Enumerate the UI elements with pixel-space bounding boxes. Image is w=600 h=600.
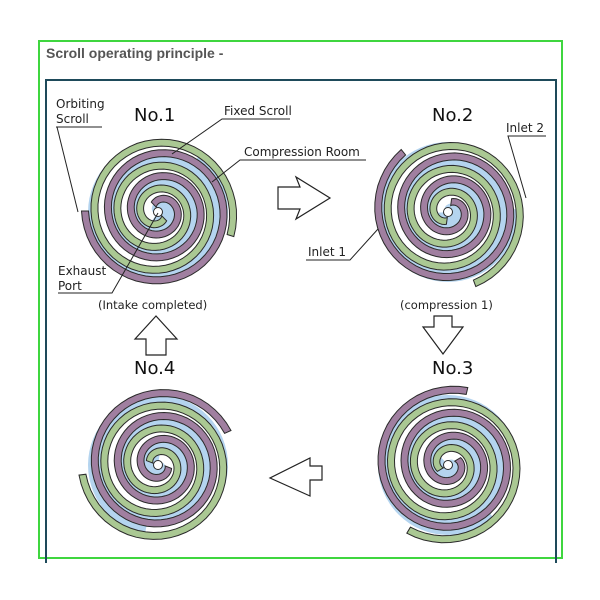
leader-inlet-2 — [507, 135, 546, 199]
callout-inlet-2: Inlet 2 — [506, 121, 544, 135]
stage-2-exhaust-port — [443, 207, 453, 217]
leader-compression-room — [211, 159, 366, 183]
stage-1-orbiting-scroll — [80, 149, 228, 285]
stage-2-fixed-scroll — [383, 141, 524, 288]
arrow-down-icon — [421, 315, 465, 356]
stage-3-fixed-scroll — [386, 398, 521, 544]
callout-inlet-1: Inlet 1 — [308, 245, 346, 259]
stage-4-scroll — [78, 389, 232, 540]
arrow-up-icon — [133, 315, 179, 356]
stage-2-scroll — [374, 141, 524, 288]
diagram-panel — [45, 79, 557, 563]
stage-2-orbiting-scroll — [374, 148, 515, 282]
stage-3-orbiting-scroll — [377, 385, 512, 531]
stage-label-2: No.2 — [432, 105, 473, 126]
stage-4-orbiting-scroll — [90, 389, 232, 528]
stage-4-fixed-scroll — [78, 401, 228, 540]
stage-3-suction-pocket — [394, 405, 514, 517]
stage-3-scroll — [377, 385, 521, 544]
caption-compression-1: (compression 1) — [400, 298, 493, 312]
callout-exhaust-port-line2: Port — [58, 279, 82, 293]
leader-exhaust-port — [58, 212, 159, 294]
leader-orbiting-scroll — [56, 126, 79, 213]
arrow-left-icon — [268, 457, 323, 497]
leader-inlet-1 — [306, 228, 379, 261]
callout-orbiting-scroll-line1: Orbiting — [56, 97, 105, 111]
stage-label-3: No.3 — [432, 358, 473, 379]
page-title: Scroll operating principle - — [46, 45, 224, 61]
callout-compression-room: Compression Room — [244, 145, 360, 159]
leader-fixed-scroll — [171, 118, 290, 155]
stage-4-suction-pocket — [107, 408, 220, 533]
stage-label-1: No.1 — [134, 105, 175, 126]
stage-3-exhaust-port — [443, 460, 453, 470]
caption-intake-completed: (Intake completed) — [98, 298, 207, 312]
callout-orbiting-scroll-line2: Scroll — [56, 112, 89, 126]
stage-1-exhaust-port — [153, 207, 163, 217]
stage-4-exhaust-port — [153, 460, 163, 470]
callout-exhaust-port-line1: Exhaust — [58, 264, 107, 278]
callout-fixed-scroll: Fixed Scroll — [224, 104, 292, 118]
stage-1-scroll — [80, 138, 238, 285]
stage-1-fixed-scroll — [90, 138, 238, 274]
stage-label-4: No.4 — [134, 358, 175, 379]
arrow-right-icon — [277, 175, 332, 221]
